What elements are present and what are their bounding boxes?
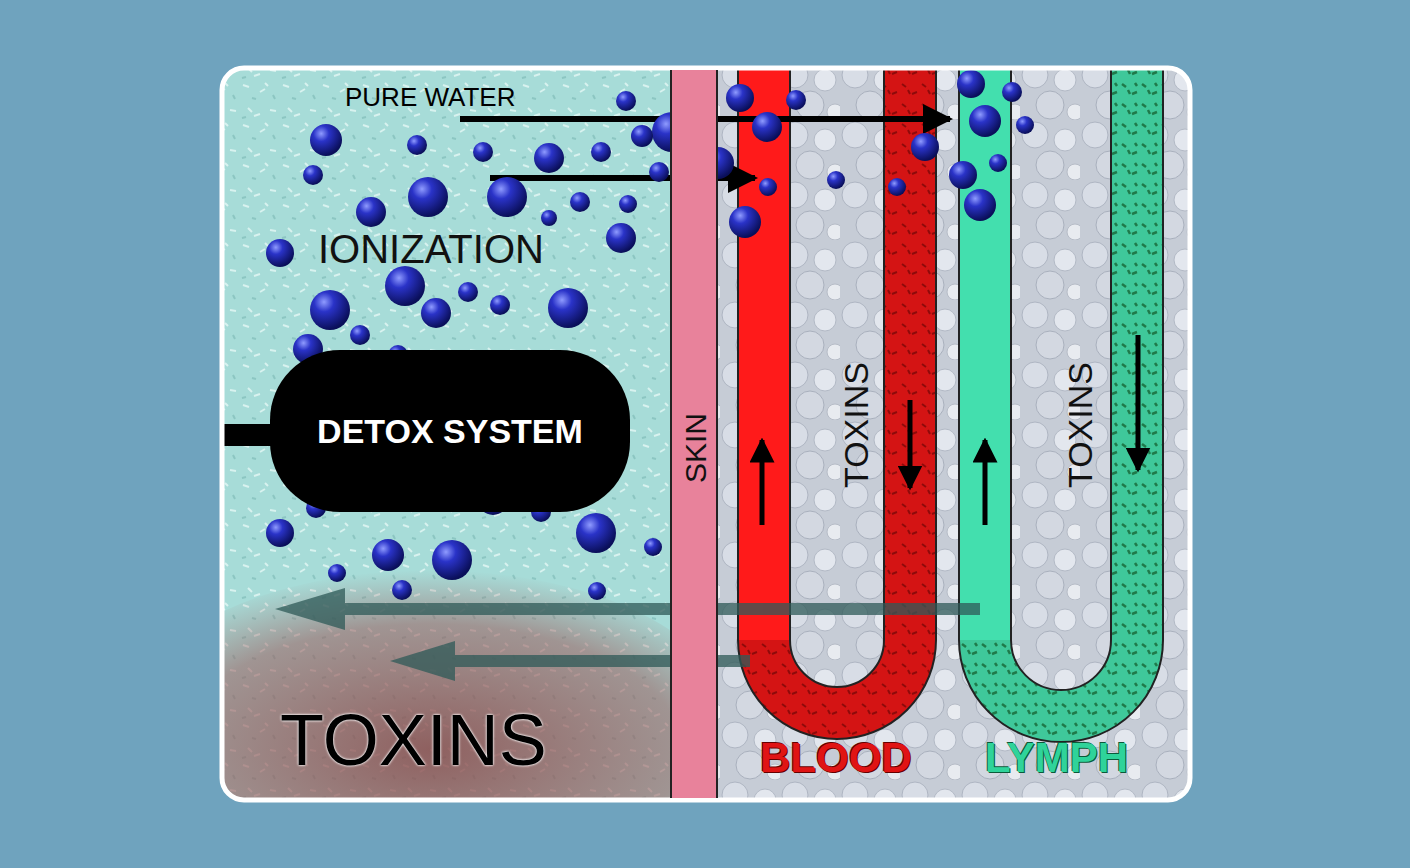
water-ion [619, 195, 637, 213]
water-ion [911, 133, 939, 161]
water-ion [576, 513, 616, 553]
node-text: SKIN [681, 413, 711, 483]
water-ion [487, 177, 527, 217]
water-ion [541, 210, 557, 226]
water-ion [372, 539, 404, 571]
water-ion [759, 178, 777, 196]
skin-band: SKIN [670, 70, 718, 798]
detox-system-box: DETOX SYSTEM [270, 350, 630, 512]
water-ion [588, 582, 606, 600]
toxins-label: TOXINS [280, 704, 547, 776]
water-ion [408, 177, 448, 217]
water-ion [726, 84, 754, 112]
water-ion [310, 290, 350, 330]
blood-label: BLOOD [760, 737, 912, 779]
water-ion [729, 206, 761, 238]
water-ion [1016, 116, 1034, 134]
water-ion [888, 178, 906, 196]
water-ion [616, 91, 636, 111]
water-ion [385, 266, 425, 306]
water-ion [969, 105, 1001, 137]
water-ion [473, 142, 493, 162]
water-ion [786, 90, 806, 110]
water-ion [606, 223, 636, 253]
water-ion [490, 295, 510, 315]
lymph-label: LYMPH [985, 737, 1128, 779]
water-ion [407, 135, 427, 155]
water-ion [591, 142, 611, 162]
water-ion [631, 125, 653, 147]
water-ion [534, 143, 564, 173]
water-ion [752, 112, 782, 142]
water-ion [649, 162, 669, 182]
water-ion [266, 519, 294, 547]
water-ion [957, 70, 985, 98]
water-ion [989, 154, 1007, 172]
water-ion [266, 239, 294, 267]
water-ion [644, 538, 662, 556]
toxins-blood-label: TOXINS [839, 362, 873, 488]
water-ion [328, 564, 346, 582]
water-ion [303, 165, 323, 185]
water-ion [421, 298, 451, 328]
water-ion [949, 161, 977, 189]
water-ion [458, 282, 478, 302]
water-ion [1002, 82, 1022, 102]
water-ion [356, 197, 386, 227]
ionization-label: IONIZATION [318, 229, 544, 269]
water-ion [310, 124, 342, 156]
water-ion [548, 288, 588, 328]
water-ion [964, 189, 996, 221]
water-ion [392, 580, 412, 600]
toxins-lymph-label: TOXINS [1063, 362, 1097, 488]
water-label: PURE WATER [345, 84, 515, 110]
water-ion [432, 540, 472, 580]
node-text: DETOX SYSTEM [317, 414, 583, 448]
water-ion [350, 325, 370, 345]
water-ion [570, 192, 590, 212]
water-ion [827, 171, 845, 189]
